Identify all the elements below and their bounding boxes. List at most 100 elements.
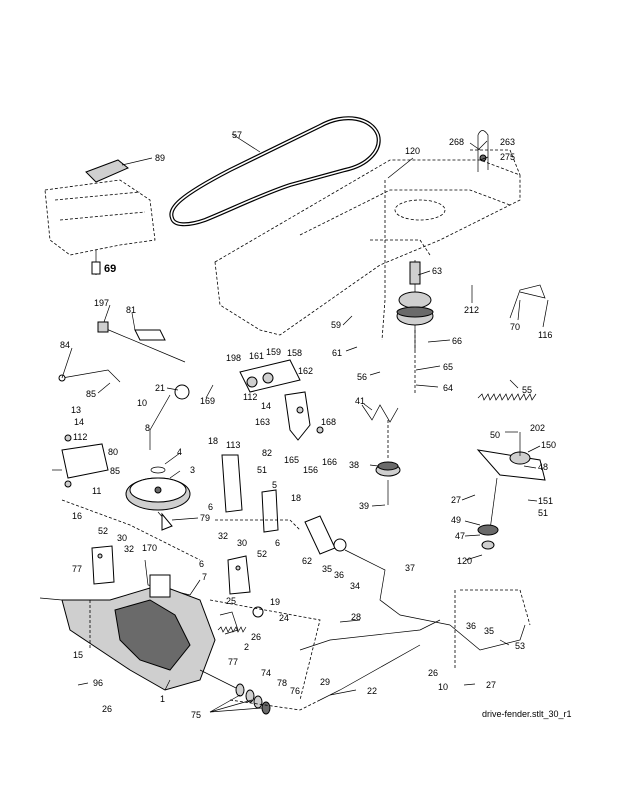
callout-212: 212 [464, 305, 479, 315]
callout-62: 62 [302, 556, 312, 566]
bracket-30-part [91, 545, 251, 595]
callout-4: 4 [177, 447, 182, 457]
callout-61: 61 [332, 348, 342, 358]
idler-bracket-part [361, 404, 399, 423]
callout-156: 156 [303, 465, 318, 475]
frame-part [214, 149, 521, 336]
callout-165: 165 [284, 455, 299, 465]
callout-35: 35 [322, 564, 332, 574]
callout-30-center: 30 [237, 538, 247, 548]
callout-27: 27 [451, 495, 461, 505]
callout-6-center: 6 [275, 538, 280, 548]
callout-10-right: 10 [438, 682, 448, 692]
bracket-part [61, 434, 109, 488]
idler-arm-part [476, 432, 546, 550]
callout-77-lower: 77 [228, 657, 238, 667]
callout-25: 25 [226, 596, 236, 606]
rod-part [477, 130, 489, 172]
callout-47: 47 [455, 531, 465, 541]
callout-81: 81 [126, 305, 136, 315]
callout-76: 76 [290, 686, 300, 696]
callout-65: 65 [443, 362, 453, 372]
callout-38: 38 [349, 460, 359, 470]
callout-27-right: 27 [486, 680, 496, 690]
callout-79: 79 [200, 513, 210, 523]
transaxle-part [39, 574, 241, 691]
callout-52: 52 [98, 526, 108, 536]
idler-pulley-part [375, 461, 401, 505]
callout-166: 166 [322, 457, 337, 467]
fender-part [44, 159, 156, 275]
callout-30: 30 [117, 533, 127, 543]
callout-202: 202 [530, 423, 545, 433]
knob-part [149, 384, 190, 450]
callout-84: 84 [60, 340, 70, 350]
callout-75: 75 [191, 710, 201, 720]
transmission-pulley-part [125, 466, 191, 531]
callout-116: 116 [538, 330, 552, 340]
callout-74: 74 [261, 668, 271, 678]
callout-26: 26 [251, 632, 261, 642]
callout-52-center: 52 [257, 549, 267, 559]
callout-113: 113 [226, 440, 240, 450]
callout-1: 1 [160, 694, 165, 704]
linkage-part [239, 359, 324, 441]
callout-51: 51 [257, 465, 267, 475]
callout-34: 34 [350, 581, 360, 591]
spring-25-part [217, 606, 264, 633]
callout-198: 198 [226, 353, 241, 363]
callout-32-left: 32 [124, 544, 134, 554]
callout-77: 77 [72, 564, 82, 574]
callout-5: 5 [272, 480, 277, 490]
callout-2: 2 [244, 642, 249, 652]
callout-275: 275 [500, 152, 515, 162]
callout-48: 48 [538, 462, 548, 472]
callout-7: 7 [202, 572, 207, 582]
callout-29: 29 [320, 677, 330, 687]
callout-leaders [52, 133, 549, 713]
callout-13: 13 [71, 405, 81, 415]
spring-part [477, 393, 537, 401]
callout-32: 32 [218, 531, 228, 541]
callout-163: 163 [255, 417, 270, 427]
callout-197: 197 [94, 298, 109, 308]
callout-18: 18 [208, 436, 218, 446]
callout-66: 66 [452, 336, 462, 346]
callout-19: 19 [270, 597, 280, 607]
callout-169: 169 [200, 396, 215, 406]
callout-26-right: 26 [428, 668, 438, 678]
callout-24: 24 [279, 613, 289, 623]
callout-268: 268 [449, 137, 464, 147]
callout-35-right: 35 [484, 626, 494, 636]
bracket-113-part [221, 454, 279, 533]
callout-6-right: 6 [199, 559, 204, 569]
callout-55: 55 [522, 385, 532, 395]
shaft-part [97, 321, 186, 363]
callout-49: 49 [451, 515, 461, 525]
callout-85: 85 [86, 389, 96, 399]
callout-21: 21 [155, 383, 165, 393]
callout-263: 263 [500, 137, 515, 147]
pulley-part [396, 260, 434, 350]
callout-6: 6 [208, 502, 213, 512]
callout-50: 50 [490, 430, 500, 440]
callout-26-left: 26 [102, 704, 112, 714]
callout-57: 57 [232, 130, 242, 140]
callout-85-left: 85 [110, 466, 120, 476]
callout-28: 28 [351, 612, 361, 622]
callout-170: 170 [142, 543, 157, 553]
callout-16: 16 [72, 511, 82, 521]
callout-53: 53 [515, 641, 525, 651]
callout-168: 168 [321, 417, 336, 427]
callout-51-right: 51 [538, 508, 548, 518]
callout-18-center: 18 [291, 493, 301, 503]
callout-159: 159 [266, 347, 281, 357]
callout-14-left: 14 [74, 417, 84, 427]
axle-hardware-part [235, 683, 271, 715]
lever-part [509, 284, 546, 319]
callout-labels: 57 89 120 268 263 275 69 63 212 70 116 1… [60, 130, 556, 720]
callout-63: 63 [432, 266, 442, 276]
callout-15: 15 [73, 650, 83, 660]
callout-14: 14 [261, 401, 271, 411]
